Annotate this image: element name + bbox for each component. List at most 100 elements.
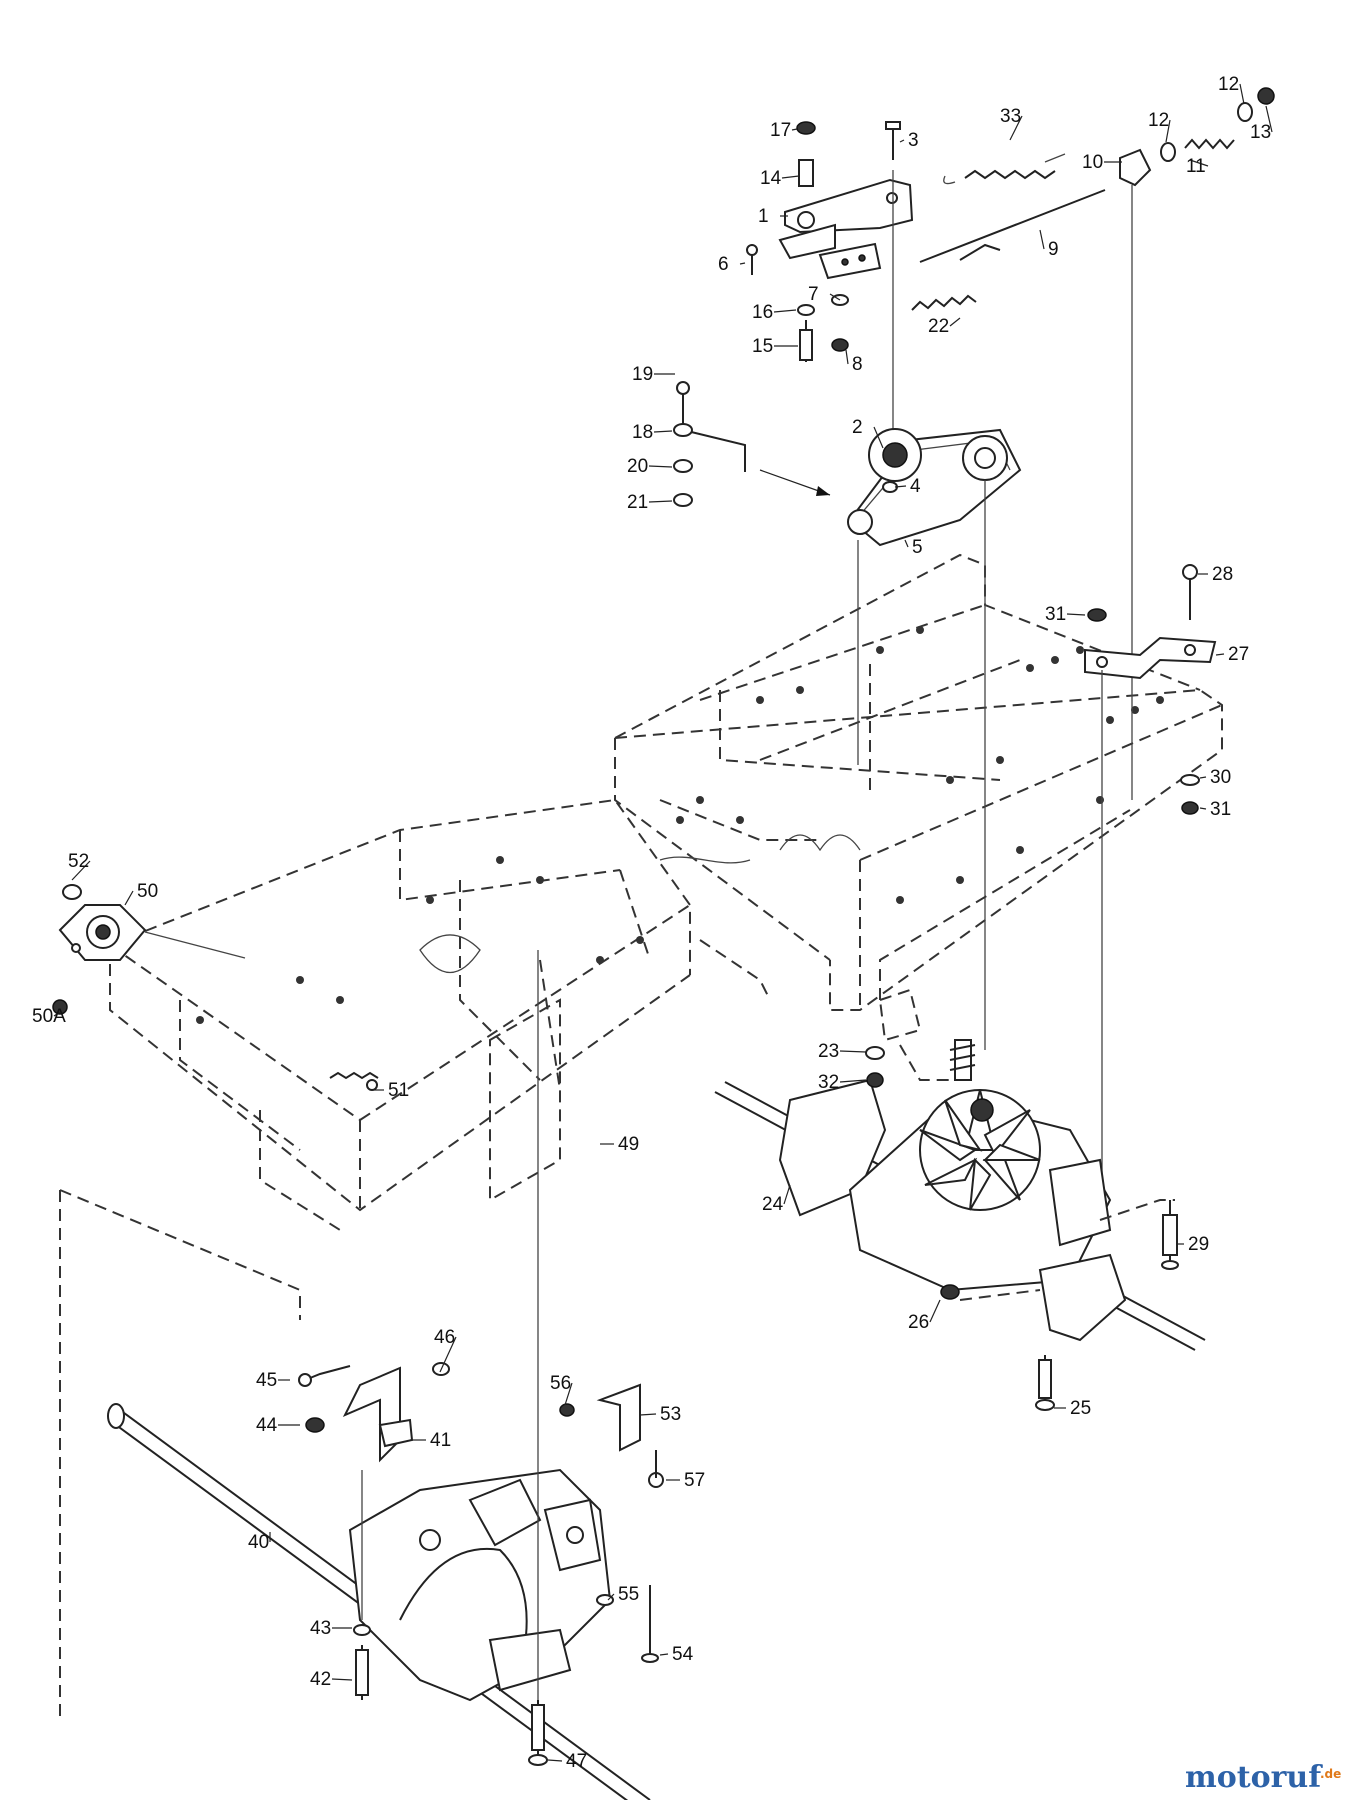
callout-1: 1 [758, 206, 769, 227]
callout-55: 55 [618, 1584, 639, 1605]
callout-leader [439, 1336, 457, 1373]
callout-32: 32 [818, 1072, 839, 1093]
callout-53: 53 [660, 1404, 681, 1425]
callout-3: 3 [908, 130, 919, 151]
callout-leader [791, 128, 798, 131]
callout-leader [1265, 105, 1273, 133]
callout-4: 4 [910, 476, 921, 497]
callout-leader [1215, 653, 1225, 656]
callout-leader [1199, 807, 1207, 810]
callout-50A: 50A [32, 1006, 66, 1027]
callout-leader [124, 890, 134, 906]
bearing-assembly [52, 884, 379, 1091]
callout-9: 9 [1048, 239, 1059, 260]
callout-leader [781, 175, 800, 179]
callout-leader [904, 539, 909, 548]
callout-leader [773, 309, 797, 313]
control-linkage [746, 87, 1275, 800]
callout-leader [739, 262, 746, 265]
callout-leader [53, 1011, 61, 1017]
callout-7: 7 [808, 284, 819, 305]
callout-leader [564, 1382, 573, 1406]
callout-46: 46 [434, 1327, 455, 1348]
callout-leader [659, 1653, 669, 1656]
callout-47: 47 [566, 1751, 587, 1772]
callout-22: 22 [928, 316, 949, 337]
callout-21: 21 [627, 492, 648, 513]
callout-17: 17 [770, 120, 791, 141]
callout-45: 45 [256, 1370, 277, 1391]
callout-leader [839, 1079, 867, 1083]
callout-leader [1165, 119, 1171, 143]
callout-52: 52 [68, 851, 89, 872]
callout-2: 2 [852, 417, 863, 438]
pulley-belt-assembly [673, 381, 1022, 1050]
callout-33: 33 [1000, 106, 1021, 127]
callout-leader [1066, 613, 1086, 616]
callout-54: 54 [672, 1644, 694, 1665]
watermark-brand: motoruf [1185, 1760, 1323, 1795]
callout-29: 29 [1188, 1234, 1209, 1255]
left-transaxle [59, 950, 664, 1800]
callout-30: 30 [1210, 767, 1231, 788]
callout-14: 14 [760, 168, 782, 189]
callout-42: 42 [310, 1669, 331, 1690]
callout-23: 23 [818, 1041, 839, 1062]
right-transaxle [714, 809, 1206, 1411]
callout-50: 50 [137, 881, 158, 902]
callout-leader [607, 1593, 615, 1601]
callout-27: 27 [1228, 644, 1249, 665]
callout-leader [949, 317, 961, 327]
callout-40: 40 [248, 1532, 269, 1553]
callout-leader [839, 1050, 867, 1053]
callout-28: 28 [1212, 564, 1233, 585]
callout-57: 57 [684, 1470, 705, 1491]
callout-leader [1189, 159, 1209, 167]
callout-12a: 12 [1218, 74, 1239, 95]
callout-26: 26 [908, 1312, 929, 1333]
callout-43: 43 [310, 1618, 331, 1639]
chassis-frame [59, 553, 1223, 1400]
callout-13: 13 [1250, 122, 1271, 143]
callout-leader [648, 500, 673, 503]
callout-leader [639, 1413, 657, 1416]
callout-8: 8 [852, 354, 863, 375]
callout-leader [829, 293, 841, 301]
callout-leader [1009, 115, 1023, 141]
callout-leader [873, 426, 884, 449]
callout-31a: 31 [1045, 604, 1066, 625]
callout-leader [1039, 229, 1045, 250]
callout-12b: 12 [1148, 110, 1169, 131]
callout-15: 15 [752, 336, 773, 357]
callout-10: 10 [1082, 152, 1103, 173]
callout-44: 44 [256, 1415, 278, 1436]
callout-leader [899, 139, 905, 143]
callout-5: 5 [912, 537, 923, 558]
callout-24: 24 [762, 1194, 784, 1215]
callout-leader [71, 860, 91, 881]
callout-31b: 31 [1210, 799, 1231, 820]
callout-16: 16 [752, 302, 773, 323]
callout-leader [1239, 83, 1245, 105]
callout-51: 51 [388, 1080, 409, 1101]
callout-19: 19 [632, 364, 653, 385]
callout-leader [547, 1759, 563, 1762]
right-bracket [1084, 564, 1217, 1200]
callout-leader [648, 465, 673, 468]
callout-leader [1199, 776, 1207, 779]
callout-6: 6 [718, 254, 729, 275]
callout-11: 11 [1186, 156, 1206, 177]
watermark-suffix: .de [1320, 1767, 1341, 1781]
callout-49: 49 [618, 1134, 639, 1155]
callout-18: 18 [632, 422, 653, 443]
callout-41: 41 [430, 1430, 451, 1451]
callout-25: 25 [1070, 1398, 1091, 1419]
callout-leader [929, 1299, 941, 1323]
callout-leader [894, 485, 907, 488]
callout-leader [783, 1184, 791, 1205]
callout-20: 20 [627, 456, 648, 477]
callout-leader [653, 430, 673, 433]
